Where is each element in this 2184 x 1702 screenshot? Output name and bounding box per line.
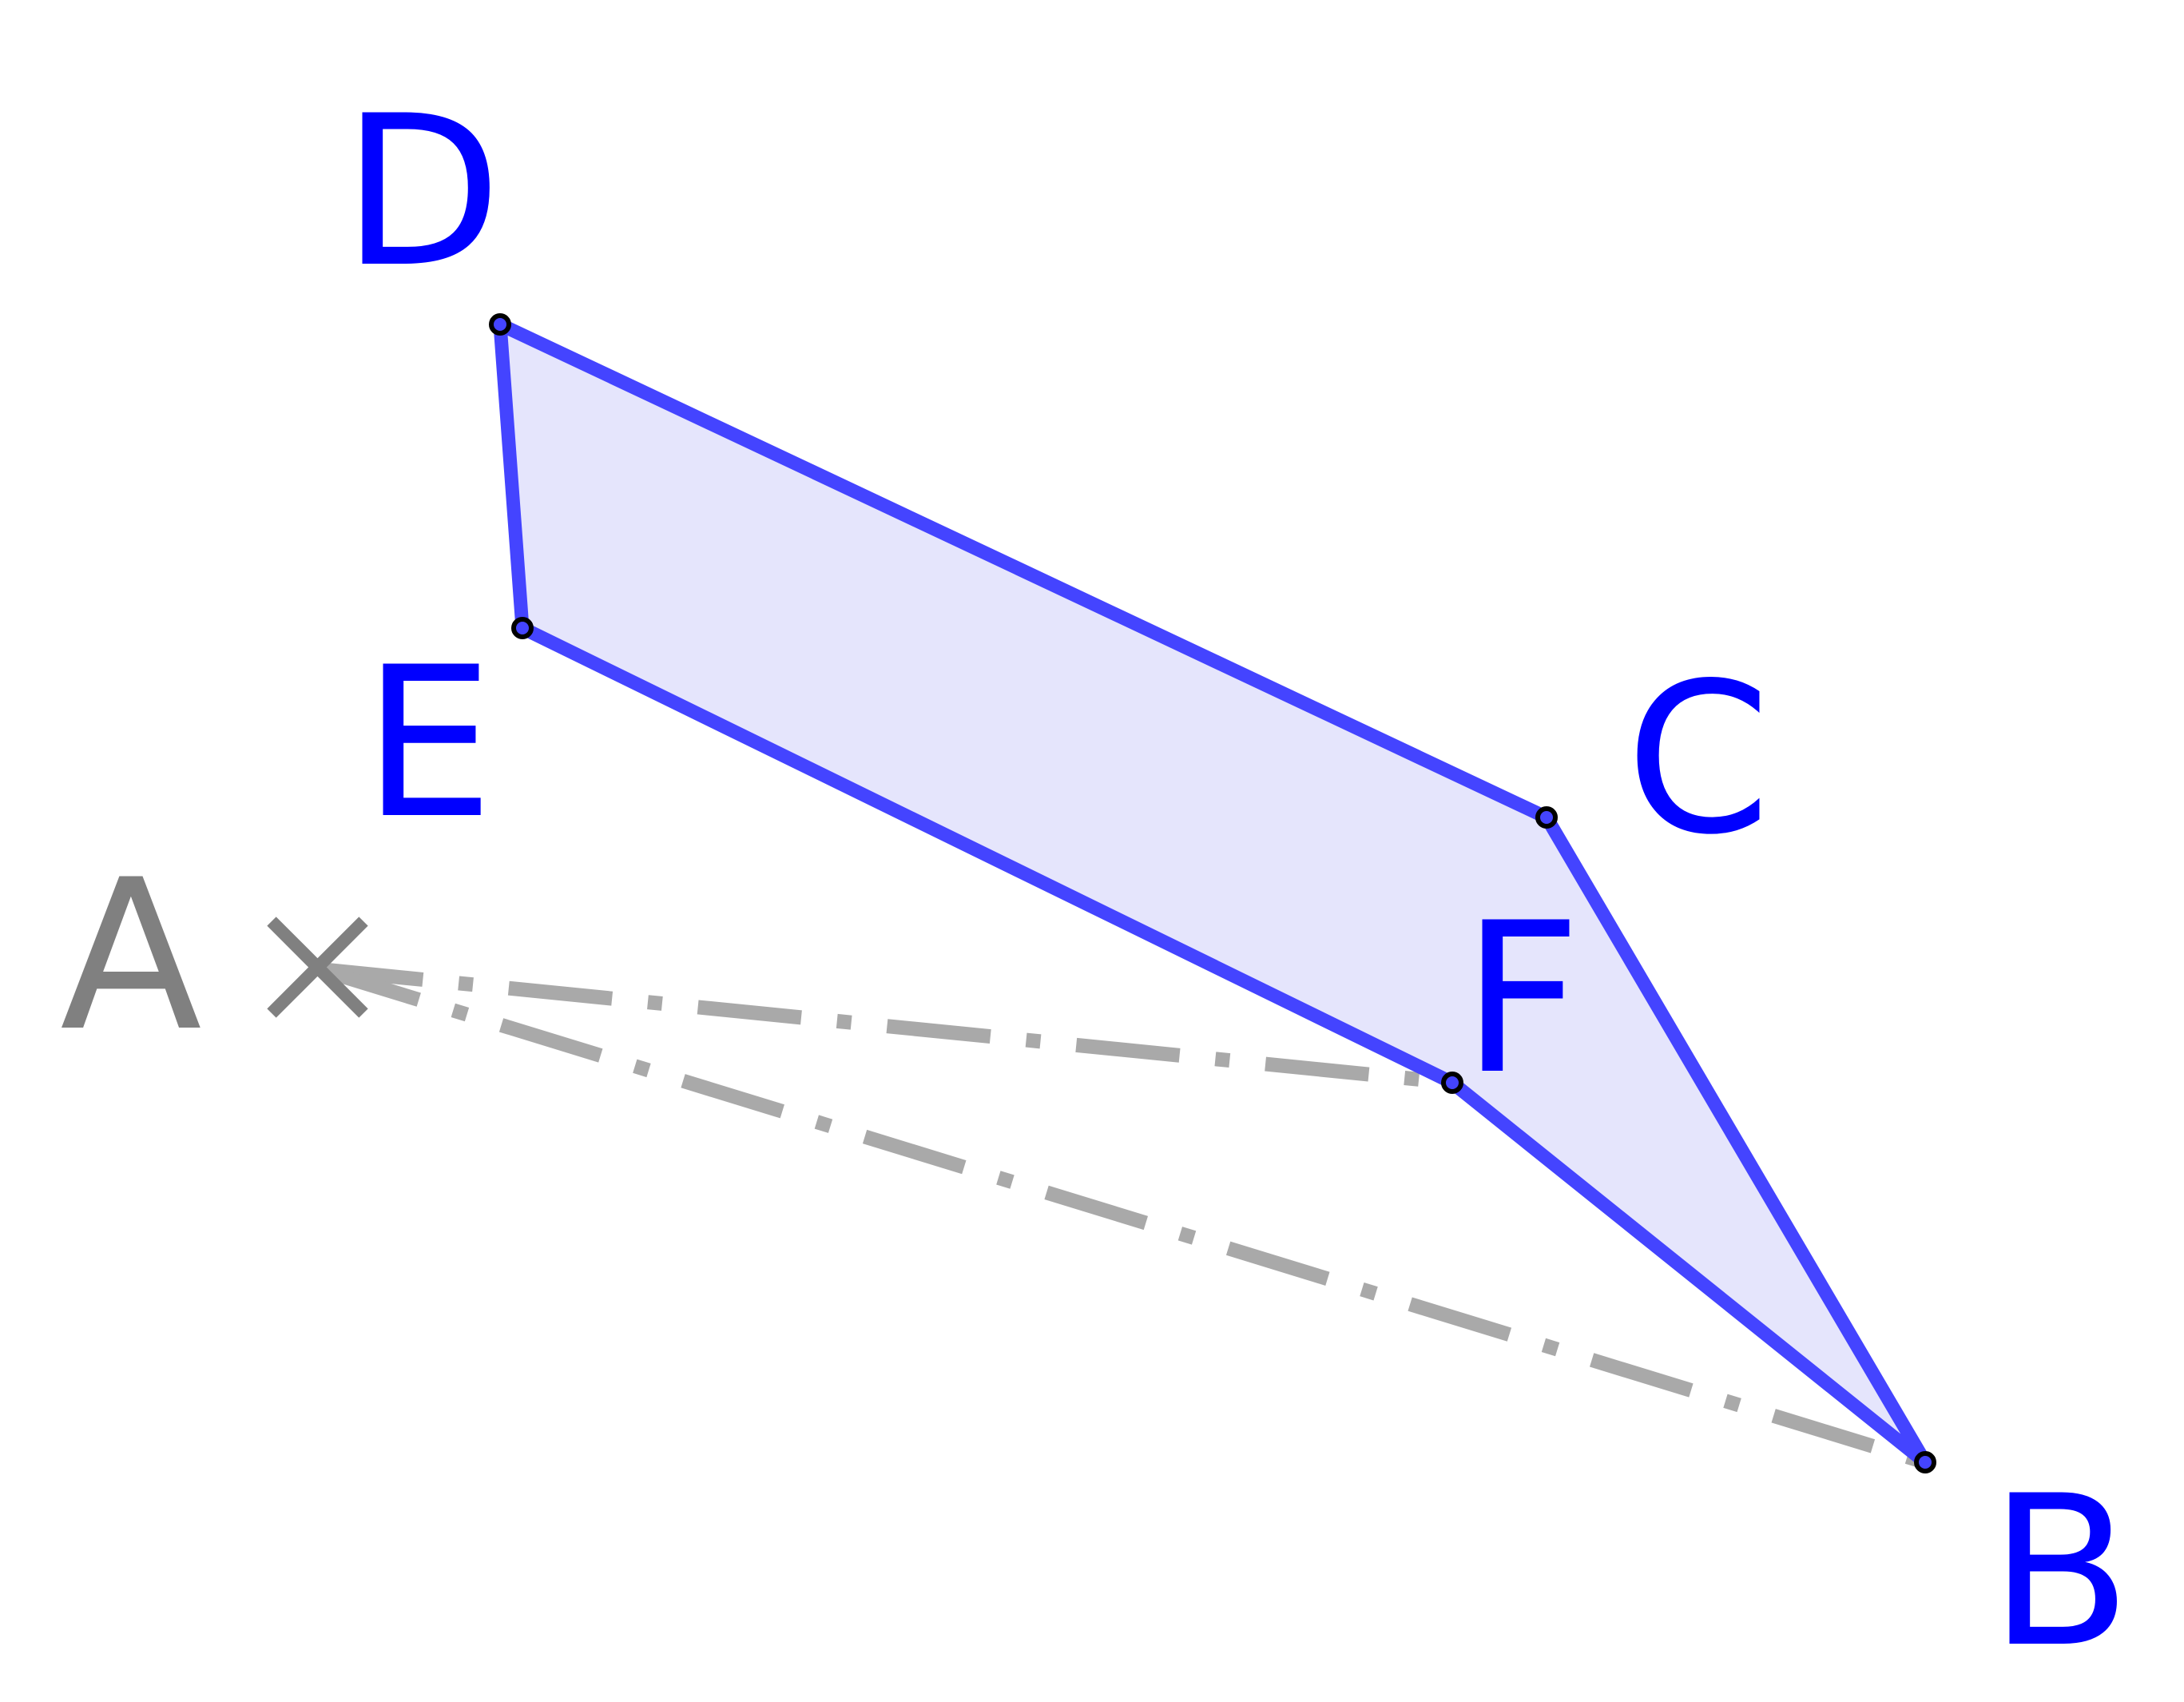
polygon-dcbfe (493, 317, 1932, 1469)
cross-mark-icon (267, 917, 368, 1018)
label-d: D (342, 72, 502, 313)
point-c (1535, 806, 1558, 829)
segment-a-b (317, 962, 1928, 1469)
label-a: A (60, 836, 203, 1077)
label-c: C (1626, 639, 1771, 881)
label-b: B (1989, 1452, 2131, 1693)
label-f: F (1462, 879, 1582, 1120)
point-b (1914, 1451, 1936, 1473)
point-f (1441, 1072, 1463, 1094)
point-d (489, 313, 511, 336)
point-e (511, 617, 534, 639)
label-e: E (363, 623, 494, 865)
